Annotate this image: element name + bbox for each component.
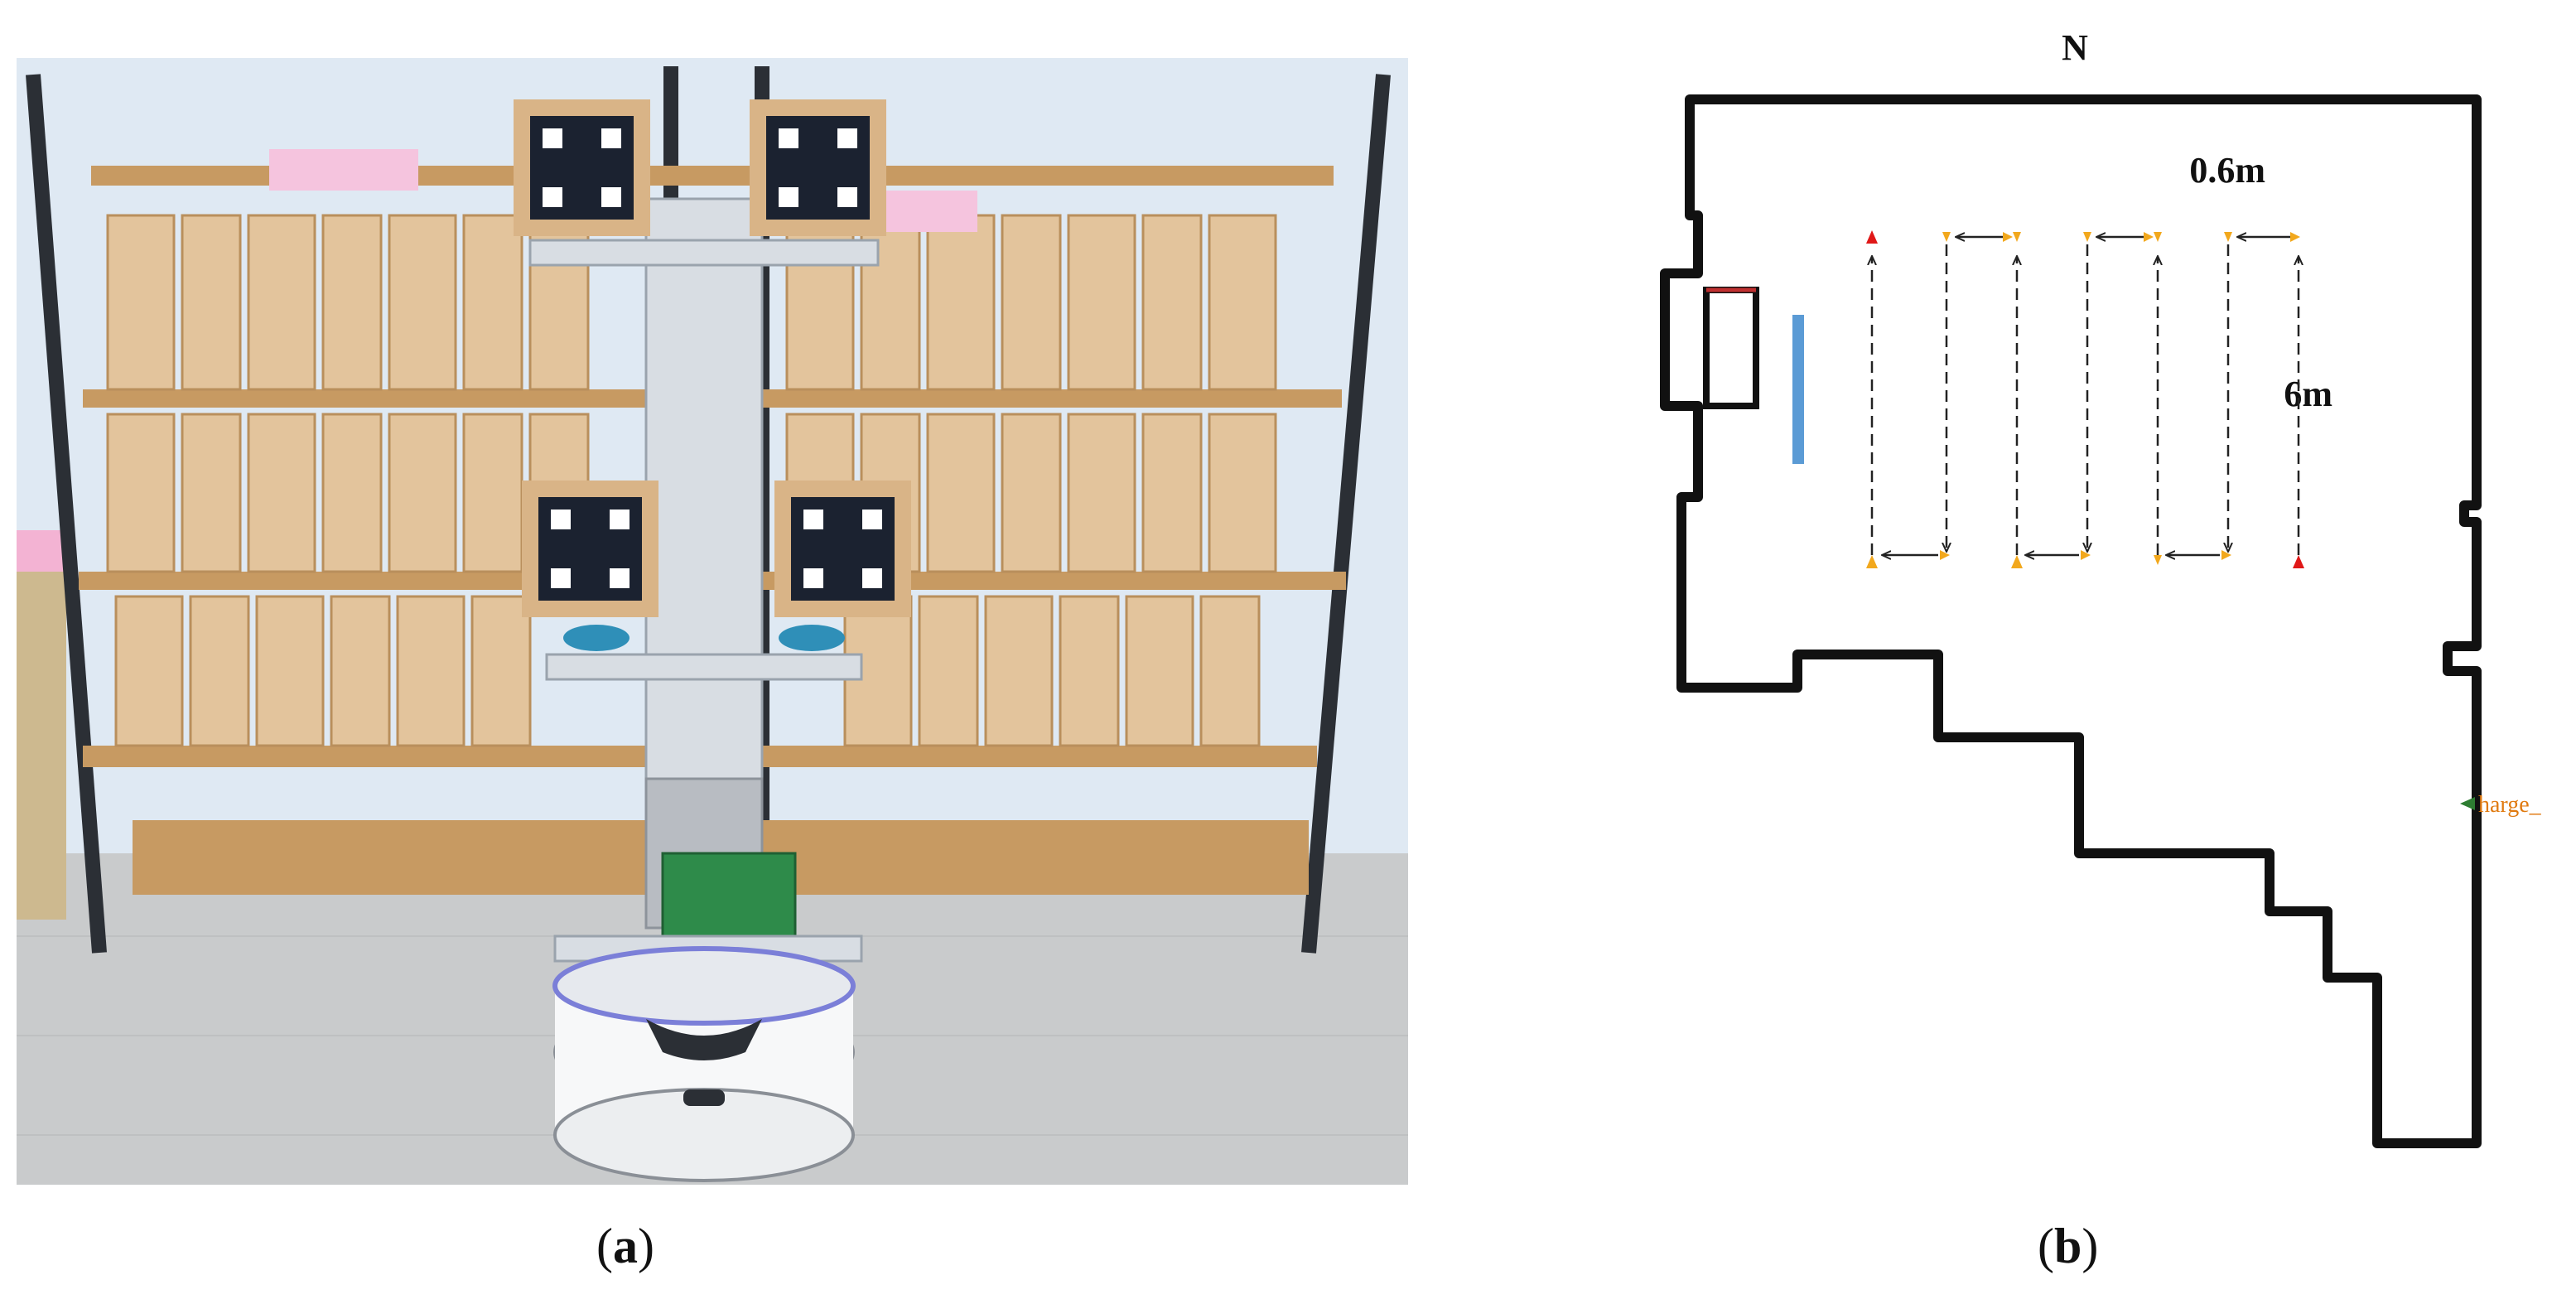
caption-b: (b) [2038,1219,2099,1273]
start-markers [1866,230,2304,568]
spacing-label: 0.6m [2189,150,2265,191]
map-alcove [1703,287,1759,409]
caption-b-letter: b [2053,1219,2082,1273]
waypoint-markers [1866,232,2300,568]
robot-photo-illustration [17,58,1408,1185]
shelf-marker [1792,315,1804,464]
caption-a: (a) [596,1219,654,1273]
charge-marker [2460,797,2475,810]
charge-label: harge_ [2478,792,2542,818]
start-marker-bottom [2293,555,2304,568]
robot-photo [17,58,1408,1185]
occupancy-map: N 0.6m 6m [1557,17,2568,1210]
caption-a-letter: a [612,1219,638,1273]
map-walls [1660,94,2482,1148]
length-label: 6m [2284,374,2332,414]
start-marker-top [1866,230,1878,244]
map-svg: N 0.6m 6m [1660,27,2542,1148]
route-turns [1883,237,2290,555]
route-path [1872,244,2299,555]
north-label: N [2062,27,2088,68]
